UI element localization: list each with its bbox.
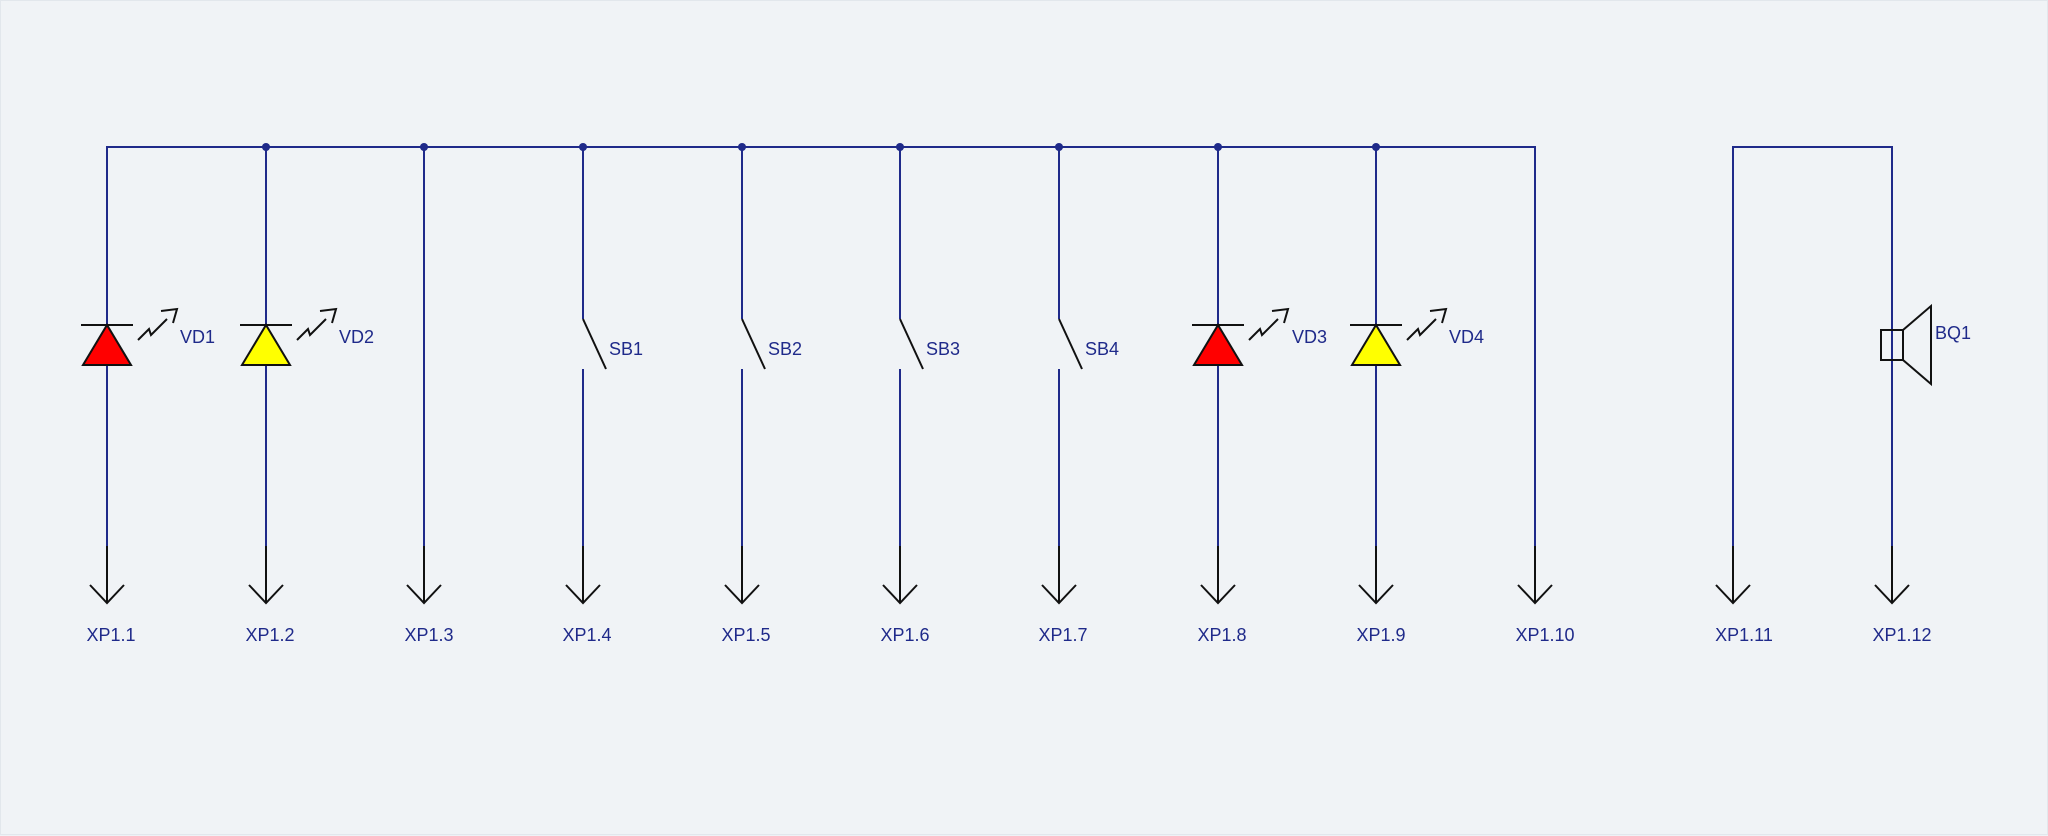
switch-blade bbox=[582, 318, 607, 370]
light-emission-icon bbox=[296, 307, 338, 341]
component-label-vd3: VD3 bbox=[1292, 327, 1327, 347]
terminal-arrow-xp1-6 bbox=[882, 546, 918, 605]
led-body-yellow bbox=[240, 323, 292, 366]
terminal-label-xp1-12: XP1.12 bbox=[1872, 625, 1931, 645]
terminal-arrow-xp1-7 bbox=[1041, 546, 1077, 605]
speaker-loop-wire bbox=[1732, 146, 1893, 546]
led-vd1: VD1 bbox=[81, 307, 215, 366]
terminal-label-xp1-8: XP1.8 bbox=[1197, 625, 1246, 645]
switch-blade bbox=[899, 318, 924, 370]
terminal-label-xp1-5: XP1.5 bbox=[721, 625, 770, 645]
terminal-label-xp1-2: XP1.2 bbox=[245, 625, 294, 645]
terminal-arrow-xp1-9 bbox=[1358, 546, 1394, 605]
switch-blade bbox=[741, 318, 766, 370]
terminal-labels: XP1.1 XP1.2 XP1.3 XP1.4 XP1.5 XP1.6 XP1.… bbox=[86, 625, 1931, 645]
terminal-arrow-xp1-1 bbox=[89, 546, 125, 605]
component-label-vd2: VD2 bbox=[339, 327, 374, 347]
component-label-sb3: SB3 bbox=[926, 339, 960, 359]
terminal-label-xp1-6: XP1.6 bbox=[880, 625, 929, 645]
component-label-sb4: SB4 bbox=[1085, 339, 1119, 359]
led-vd2: VD2 bbox=[240, 307, 374, 366]
switch-sb3: SB3 bbox=[899, 318, 960, 370]
switch-sb1: SB1 bbox=[582, 318, 643, 370]
switch-sb2: SB2 bbox=[741, 318, 802, 370]
light-emission-icon bbox=[1406, 307, 1448, 341]
terminal-arrow-xp1-10 bbox=[1517, 546, 1553, 605]
speaker-cone-icon bbox=[1902, 303, 1932, 387]
terminal-arrow-xp1-3 bbox=[406, 546, 442, 605]
led-body-red bbox=[81, 323, 133, 366]
terminal-arrow-xp1-8 bbox=[1200, 546, 1236, 605]
terminal-label-xp1-4: XP1.4 bbox=[562, 625, 611, 645]
terminal-label-xp1-7: XP1.7 bbox=[1038, 625, 1087, 645]
speaker-bq1: BQ1 bbox=[1880, 303, 1971, 387]
component-label-sb1: SB1 bbox=[609, 339, 643, 359]
component-label-vd1: VD1 bbox=[180, 327, 215, 347]
terminal-arrow-xp1-2 bbox=[248, 546, 284, 605]
switch-blade bbox=[1058, 318, 1083, 370]
led-body-red bbox=[1192, 323, 1244, 366]
led-body-yellow bbox=[1350, 323, 1402, 366]
terminal-label-xp1-11: XP1.11 bbox=[1715, 625, 1773, 645]
terminal-label-xp1-9: XP1.9 bbox=[1356, 625, 1405, 645]
led-vd4: VD4 bbox=[1350, 307, 1484, 366]
switch-sb4: SB4 bbox=[1058, 318, 1119, 370]
terminal-arrow-xp1-12 bbox=[1874, 546, 1910, 605]
terminal-label-xp1-1: XP1.1 bbox=[86, 625, 135, 645]
light-emission-icon bbox=[1248, 307, 1290, 341]
component-label-sb2: SB2 bbox=[768, 339, 802, 359]
terminal-arrow-xp1-4 bbox=[565, 546, 601, 605]
component-label-bq1: BQ1 bbox=[1935, 323, 1971, 343]
component-label-vd4: VD4 bbox=[1449, 327, 1484, 347]
led-vd3: VD3 bbox=[1192, 307, 1327, 366]
terminal-arrows bbox=[89, 546, 1910, 605]
terminal-arrow-xp1-5 bbox=[724, 546, 760, 605]
terminal-label-xp1-10: XP1.10 bbox=[1515, 625, 1574, 645]
terminal-arrow-xp1-11 bbox=[1715, 546, 1751, 605]
speaker-loop bbox=[1732, 146, 1893, 546]
light-emission-icon bbox=[137, 307, 179, 341]
terminal-label-xp1-3: XP1.3 bbox=[404, 625, 453, 645]
